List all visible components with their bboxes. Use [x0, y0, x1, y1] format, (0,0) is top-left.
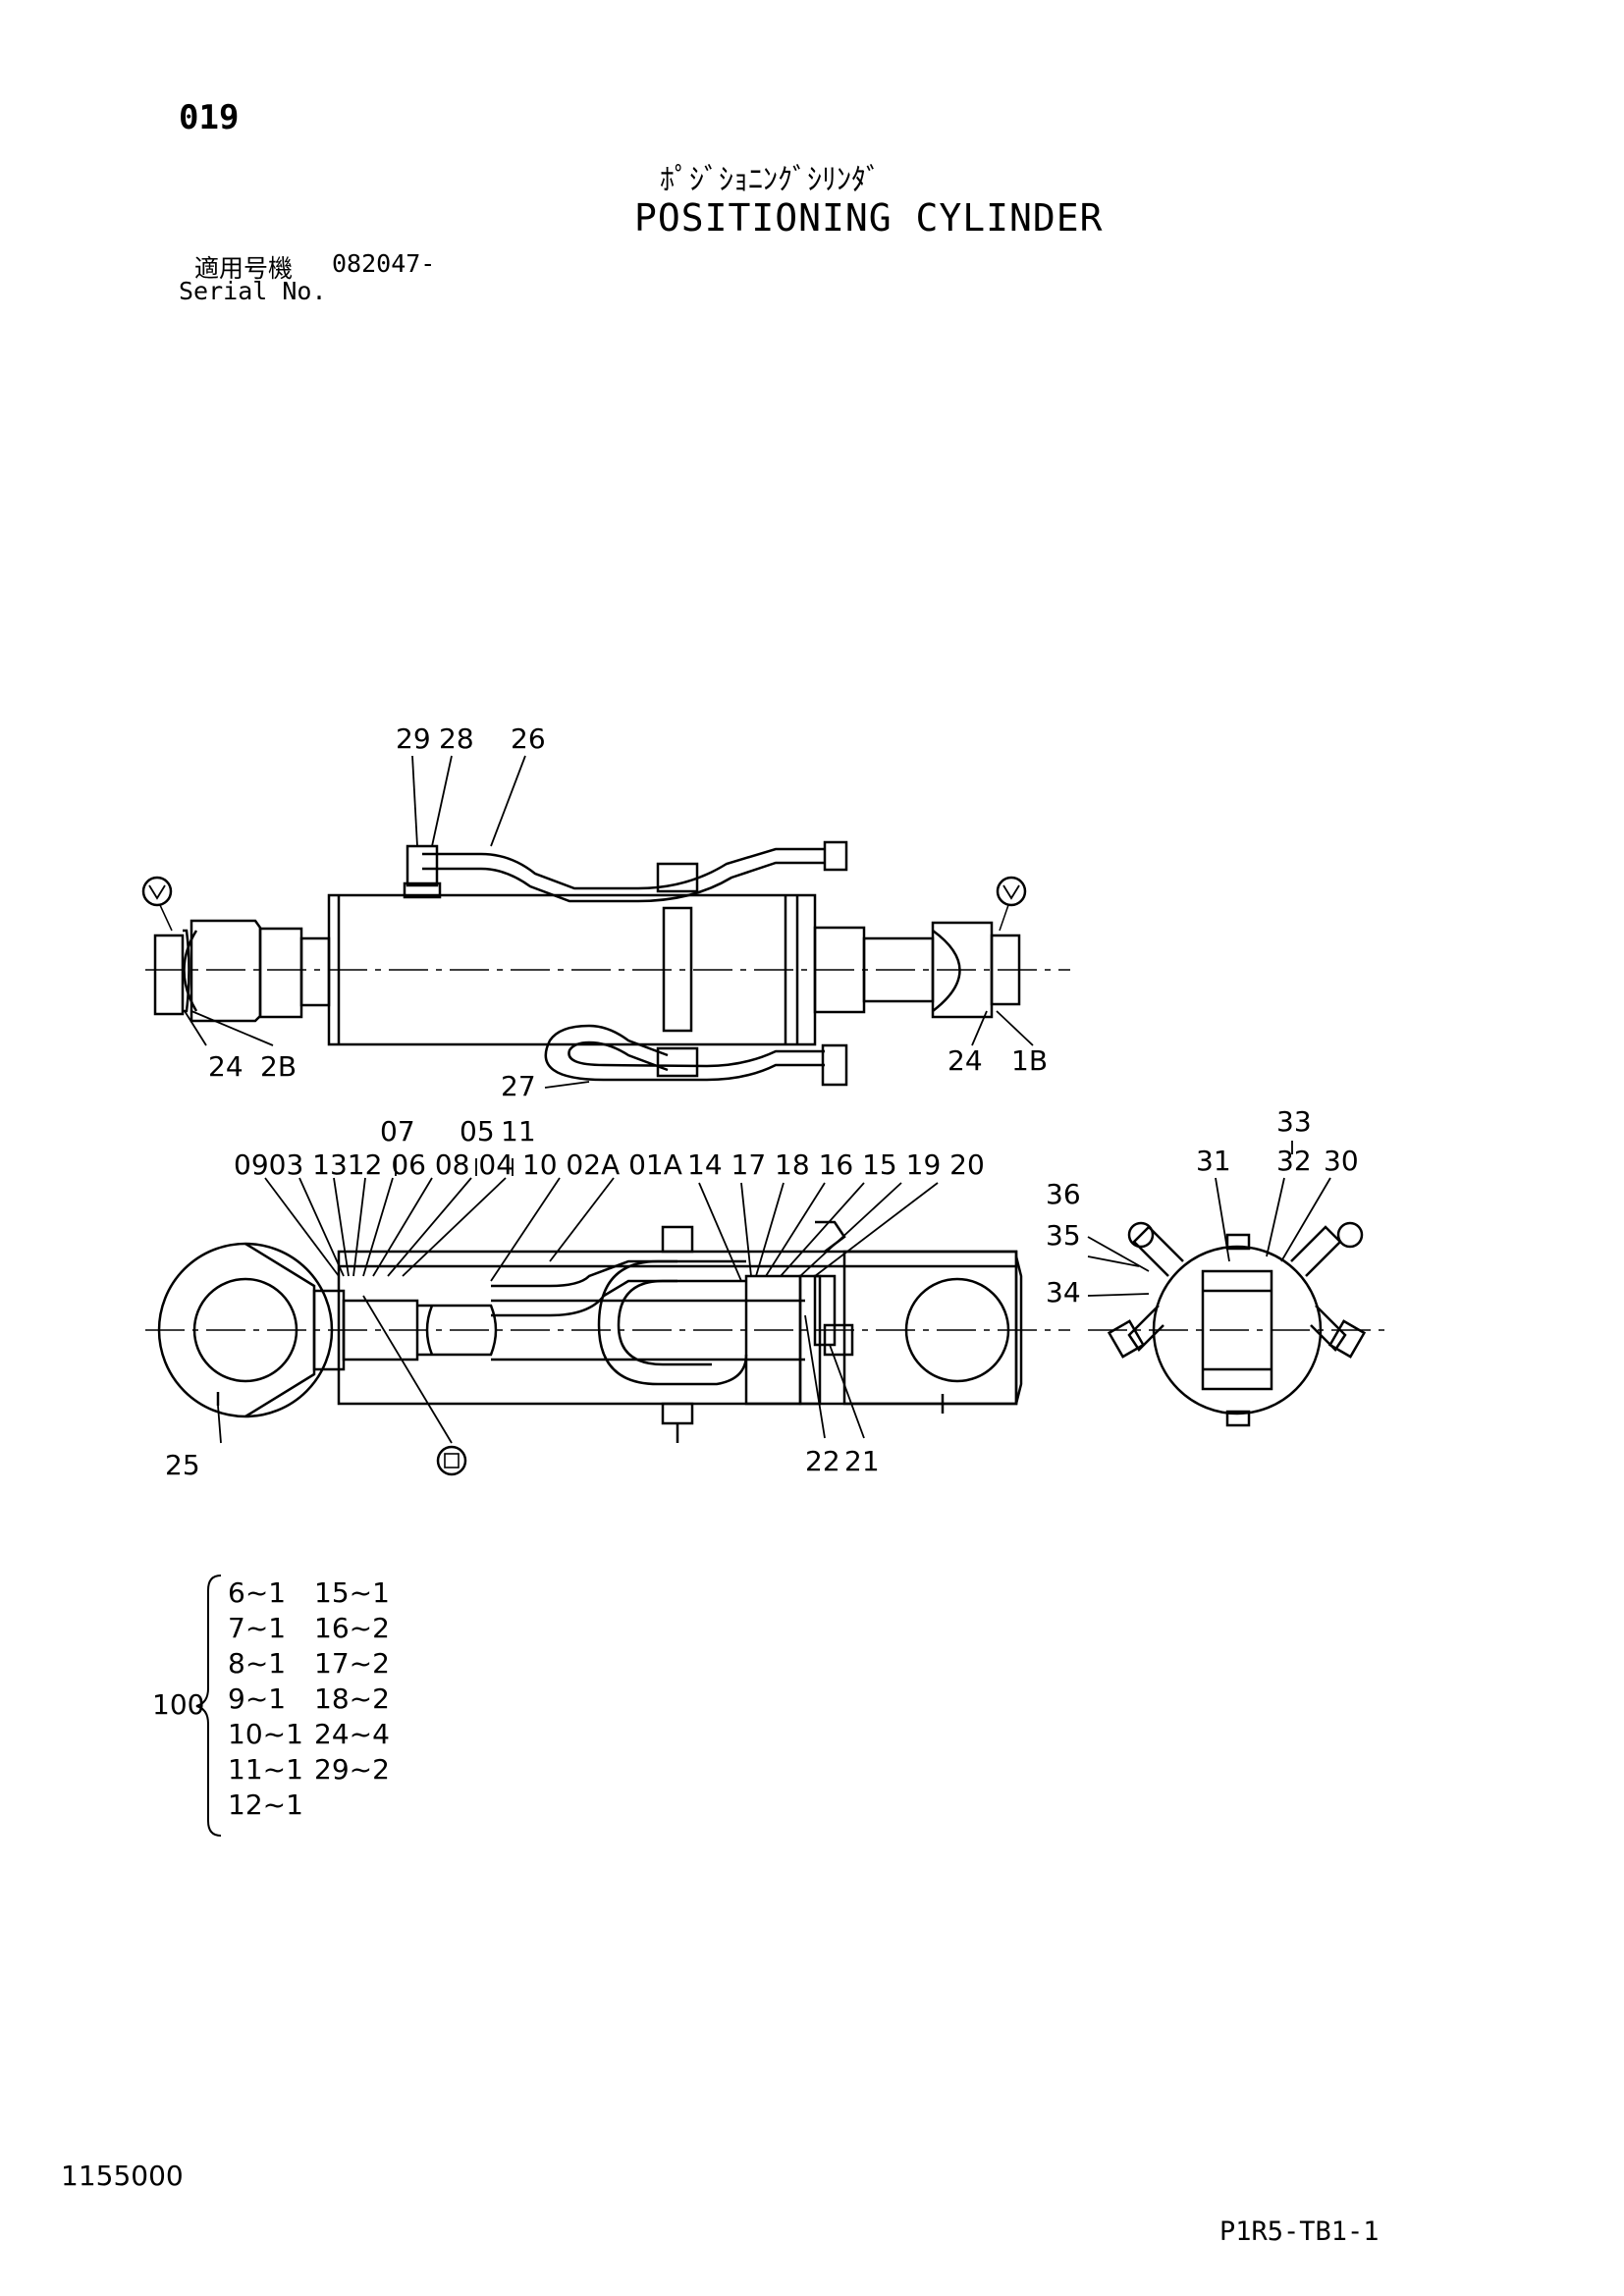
seal-kit-item: 9~1: [228, 1682, 286, 1715]
seal-kit-item: 16~2: [314, 1612, 390, 1644]
serial-number-value: 082047-: [332, 249, 436, 278]
torque-mark-icon: [141, 876, 173, 907]
end-view-callouts: 33 31 32 30 36 35 34: [1046, 1105, 1359, 1308]
seal-kit-item: 15~1: [314, 1576, 390, 1609]
callout-25: 25: [165, 1449, 200, 1481]
callout-27: 27: [501, 1070, 536, 1102]
callout-36: 36: [1046, 1178, 1081, 1210]
callout-30: 30: [1324, 1145, 1359, 1177]
serial-label-japanese: 適用号機: [194, 254, 294, 283]
callout-2B: 2B: [260, 1050, 297, 1083]
torque-mark-icon: [996, 876, 1027, 907]
grease-fitting-icon: [436, 1445, 467, 1476]
page-number: 019: [179, 98, 240, 137]
seal-kit-item: 18~2: [314, 1682, 390, 1715]
callout-29: 29: [396, 722, 431, 755]
seal-kit-item: 24~4: [314, 1718, 390, 1750]
callout-24-left: 24: [208, 1050, 244, 1083]
top-view-cylinder: [145, 840, 1070, 1087]
end-view-cylinder: [1088, 1221, 1384, 1427]
serial-label: Serial No.: [179, 277, 327, 305]
callout-21: 21: [844, 1445, 880, 1477]
seal-kit-item: 11~1: [228, 1753, 303, 1786]
callout-07: 07: [380, 1115, 415, 1148]
section-view-callouts: 07 05 11 0903 1312 06 08 04 10 02A 01A 1…: [165, 1115, 985, 1481]
callout-28: 28: [439, 722, 474, 755]
document-number: 1155000: [61, 2160, 184, 2192]
reference-code: P1R5-TB1-1: [1219, 2216, 1380, 2247]
callout-24-right: 24: [947, 1044, 983, 1077]
callout-11: 11: [501, 1115, 536, 1148]
callout-05: 05: [460, 1115, 495, 1148]
seal-kit-list: 100 6~1 15~1 7~1 16~2 8~1 17~2 9~1 18~2 10~1 24~4…: [152, 1576, 390, 1821]
callout-33: 33: [1276, 1105, 1312, 1138]
seal-kit-item: 12~1: [228, 1789, 303, 1821]
seal-kit-brace: [195, 1575, 222, 1837]
seal-kit-item: 8~1: [228, 1647, 286, 1680]
callout-row-right: 14 17 18 16 15 19 20: [687, 1148, 985, 1181]
callout-26: 26: [511, 722, 546, 755]
section-view-cylinder: [145, 1220, 1070, 1443]
seal-kit-item: 6~1: [228, 1576, 286, 1609]
callout-34: 34: [1046, 1276, 1081, 1308]
seal-kit-item: 7~1: [228, 1612, 286, 1644]
callout-31: 31: [1196, 1145, 1231, 1177]
title-japanese: ﾎﾟｼﾞｼｮﾆﾝｸﾞｼﾘﾝﾀﾞ: [660, 163, 881, 197]
seal-kit-number: 100: [152, 1688, 204, 1721]
page-title: POSITIONING CYLINDER: [634, 196, 1104, 240]
callout-35: 35: [1046, 1219, 1081, 1252]
callout-row-left: 0903 1312 06 08 04 10 02A 01A: [234, 1148, 682, 1181]
callout-32: 32: [1276, 1145, 1312, 1177]
callout-1B: 1B: [1011, 1044, 1048, 1077]
seal-kit-item: 17~2: [314, 1647, 390, 1680]
callout-22: 22: [805, 1445, 840, 1477]
seal-kit-item: 10~1: [228, 1718, 303, 1750]
top-view-callouts: 29 28 26 27 24 2B 24 1B: [208, 722, 1048, 1102]
seal-kit-item: 29~2: [314, 1753, 390, 1786]
